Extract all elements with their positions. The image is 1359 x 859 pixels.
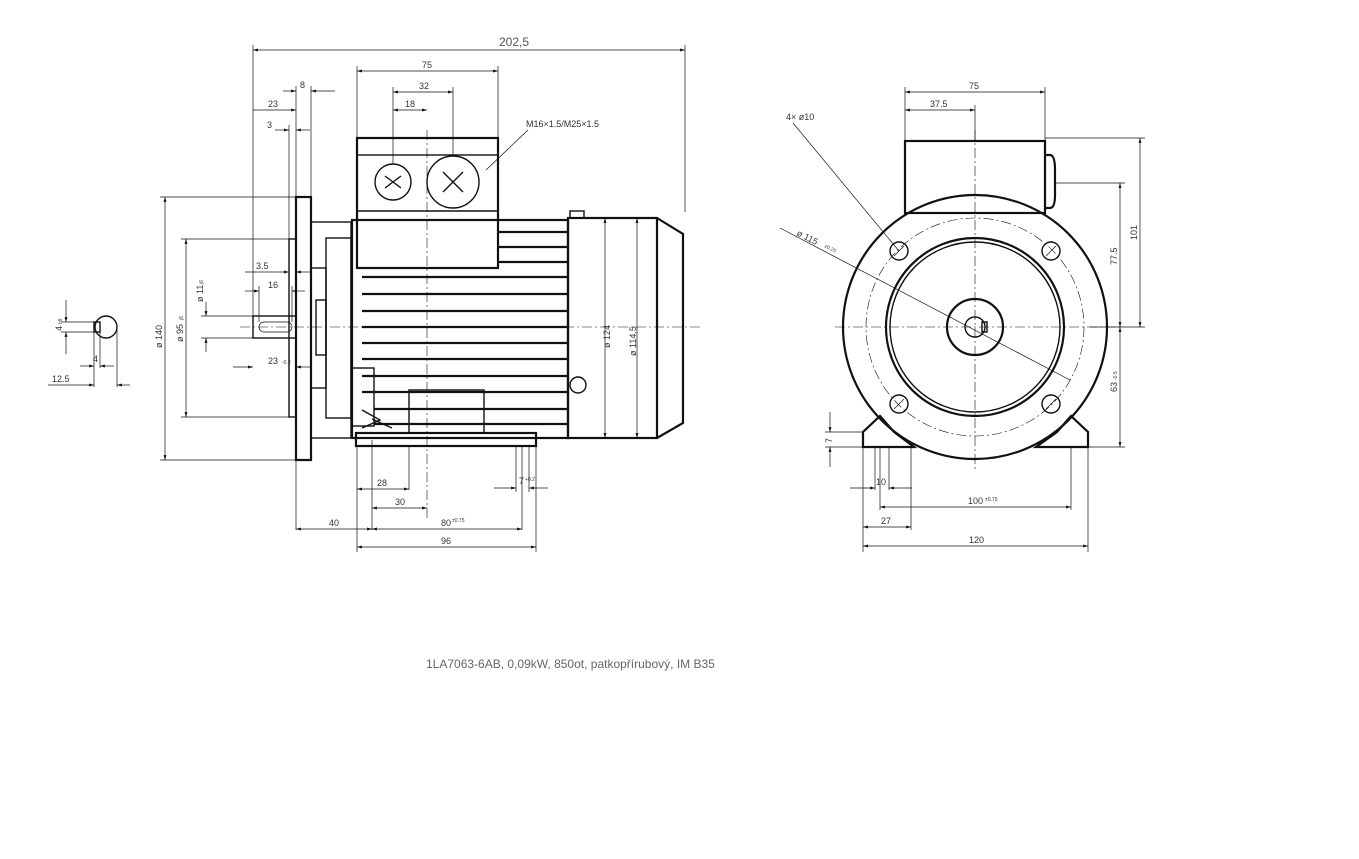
fan-cover [566,216,659,440]
shaft-diameter: ø 11 [195,285,205,302]
foot-30: 30 [395,497,405,507]
foot-28: 28 [377,478,387,488]
gland-threads: M16×1.5/M25×1.5 [526,119,599,129]
shaft-ext-tol: -0.2 [282,360,291,366]
flange-thickness: 8 [300,80,305,90]
key-width: 4 [93,354,98,364]
shaft-length: 23 [268,99,278,109]
side-view: 202,5 75 32 18 M16×1.5/M25×1.5 23 8 3 3.… [154,35,700,552]
foot-80: 80 [441,518,451,528]
foot-7-tol: +0.2 [525,477,535,483]
end-view: 75 37.5 4× ø10 ø 115 ±0.25 101 77.5 63 -… [779,81,1145,552]
foot-80-tol: ±0.75 [452,518,465,524]
gland-offset: 18 [405,99,415,109]
end-foot-120: 120 [969,535,984,545]
spigot-tol: j6 [179,316,185,321]
motor-foot [354,431,538,448]
flange [294,195,313,462]
shaft-tol: j6 [199,280,205,285]
foot-96: 96 [441,536,451,546]
drawing-caption: 1LA7063-6AB, 0,09kW, 850ot, patkopřírubo… [426,657,715,671]
spigot-diameter: ø 95 [175,324,185,342]
key-height-tol: h9 [58,318,64,324]
key-offset: 3.5 [256,261,269,271]
terminal-box [355,136,500,270]
key-length: 16 [268,280,278,290]
end-foot-100: 100 [968,496,983,506]
end-foot-10: 10 [876,477,886,487]
end-pcd: ø 115 [795,228,819,247]
end-height-101: 101 [1129,225,1139,240]
shaft-section-circle [94,315,118,339]
fan-cover-diameter: ø 114.5 [628,326,638,356]
bolt-hole-icon [889,241,1061,414]
end-half-width: 37.5 [930,99,948,109]
end-pcd-tol: ±0.25 [823,243,837,254]
end-foot-height: 7 [824,438,834,443]
shaft-section: 4 h9 4 12.5 [48,300,130,387]
foot-40: 40 [329,518,339,528]
end-shaft-height: 63 [1109,382,1119,392]
end-holes: 4× ø10 [786,112,814,122]
foot-7: 7 [519,476,524,486]
shaft-ext: 23 [268,356,278,366]
end-height-77: 77.5 [1109,247,1119,265]
end-width: 75 [969,81,979,91]
gland-spacing: 32 [419,81,429,91]
flange-diameter: ø 140 [154,325,164,348]
shaft-center: 12.5 [52,374,70,384]
end-foot-100-tol: ±0.75 [985,497,998,503]
terminal-box-width: 75 [422,60,432,70]
motor-body [350,218,570,440]
key-height: 4 [54,326,64,331]
end-shaft-height-tol: -0.5 [1113,371,1119,380]
shaft [252,315,297,339]
frame-diameter: ø 124 [602,325,612,348]
end-foot-left [861,414,918,449]
overall-length: 202,5 [499,35,529,49]
spigot: 3 [267,120,272,130]
end-foot-right [1032,414,1090,449]
end-foot-27: 27 [881,516,891,526]
